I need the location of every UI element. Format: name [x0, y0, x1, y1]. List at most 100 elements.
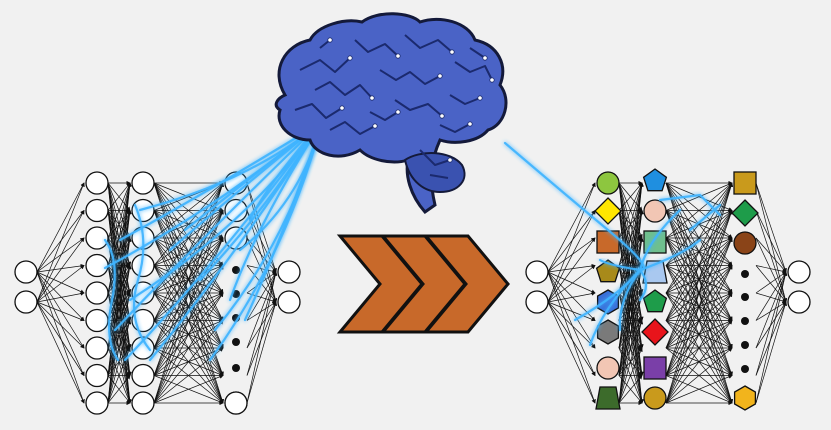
node-diamond: [641, 318, 669, 346]
network-edge: [755, 237, 787, 303]
brain-circuit-node: [339, 105, 345, 111]
glow-strand: [658, 193, 722, 232]
ellipsis-dot: [232, 338, 240, 346]
brain-circuit-node: [477, 95, 483, 101]
network-edge: [755, 292, 787, 304]
network-edge: [153, 182, 224, 404]
network-edge: [665, 347, 733, 404]
network-edge: [246, 271, 277, 321]
input-node: [14, 290, 38, 314]
network-edge: [618, 292, 644, 404]
brain-circuit-node: [372, 123, 378, 129]
brain-circuit-node: [395, 109, 401, 115]
network-edge: [153, 264, 224, 404]
network-edge: [618, 182, 644, 266]
triple-chevron-arrow-icon: [336, 234, 510, 334]
network-edge: [665, 182, 733, 349]
network-edge: [36, 182, 85, 273]
brain-outline: [274, 12, 508, 214]
network-edge: [547, 182, 596, 273]
ellipsis-dot: [741, 341, 749, 349]
glow-strand: [638, 238, 702, 272]
network-edge: [36, 271, 85, 377]
network-edge: [665, 182, 733, 321]
glow-strand: [132, 203, 152, 352]
hidden-node: [131, 171, 155, 195]
network-edge: [547, 237, 596, 303]
network-edge: [36, 237, 85, 273]
node-pentagon: [642, 168, 668, 192]
network-edge: [665, 319, 733, 404]
network-edge: [755, 237, 787, 273]
brain-circuit-node: [439, 113, 445, 119]
network-edge: [246, 265, 277, 274]
network-edge: [36, 291, 85, 303]
glow-strand: [638, 208, 682, 272]
network-edge: [665, 182, 733, 211]
network-edge: [547, 301, 596, 377]
node-trapezoid: [595, 386, 621, 410]
brain-circuit-trace: [299, 57, 351, 73]
network-edge: [665, 374, 733, 404]
network-edge: [618, 264, 644, 404]
network-edge: [618, 209, 644, 404]
brain-circuit-node: [347, 55, 353, 61]
brain-circuit-trace: [379, 69, 441, 85]
brain-circuit-node: [395, 53, 401, 59]
hidden-node: [85, 226, 109, 250]
brain-circuit-node: [482, 55, 488, 61]
glow-strand: [208, 120, 324, 362]
network-edge: [246, 237, 277, 273]
network-edge: [153, 209, 224, 404]
network-edge: [547, 271, 596, 377]
network-edge: [107, 182, 131, 239]
hidden-node: [85, 253, 109, 278]
node-square: [596, 230, 620, 254]
output-node: [787, 290, 811, 314]
brain-circuit-trace: [404, 34, 453, 53]
network-edge: [36, 301, 85, 322]
network-edge: [665, 182, 733, 294]
network-edge: [547, 209, 596, 303]
network-edge: [107, 209, 132, 404]
network-edge: [107, 182, 132, 404]
network-edge: [755, 265, 787, 274]
network-edge: [107, 319, 132, 404]
glow-strand: [598, 258, 642, 272]
network-edge: [547, 265, 596, 303]
brain-circuit-trace: [439, 123, 471, 133]
network-edge: [246, 271, 278, 376]
input-node: [14, 260, 38, 284]
network-edge: [547, 271, 596, 404]
network-edge: [36, 271, 85, 294]
network-edge: [107, 182, 132, 294]
network-edge: [36, 271, 85, 349]
network-edge: [755, 210, 787, 303]
ellipsis-dot: [741, 365, 749, 373]
network-edge: [547, 271, 596, 294]
network-edge: [547, 301, 596, 404]
glow-strand: [228, 120, 324, 302]
node-diamond: [731, 199, 759, 227]
network-edge: [246, 301, 278, 404]
node-circle: [733, 231, 757, 255]
network-edge: [36, 301, 85, 349]
network-edge: [153, 182, 224, 266]
network-edge: [107, 374, 131, 404]
glow-strand: [638, 268, 648, 302]
network-edge: [153, 237, 224, 404]
node-hexagon: [596, 319, 620, 345]
network-edge: [755, 271, 787, 294]
output-node: [277, 260, 301, 284]
brain-circuit-trace: [449, 94, 481, 105]
hidden-node: [85, 281, 109, 305]
ellipsis-dot: [741, 293, 749, 301]
network-edge: [153, 182, 224, 239]
node-circle: [643, 199, 667, 223]
brain-circuit-trace: [369, 111, 399, 121]
hidden-node: [224, 198, 248, 223]
network-edge: [36, 209, 85, 303]
network-edge: [246, 271, 277, 349]
